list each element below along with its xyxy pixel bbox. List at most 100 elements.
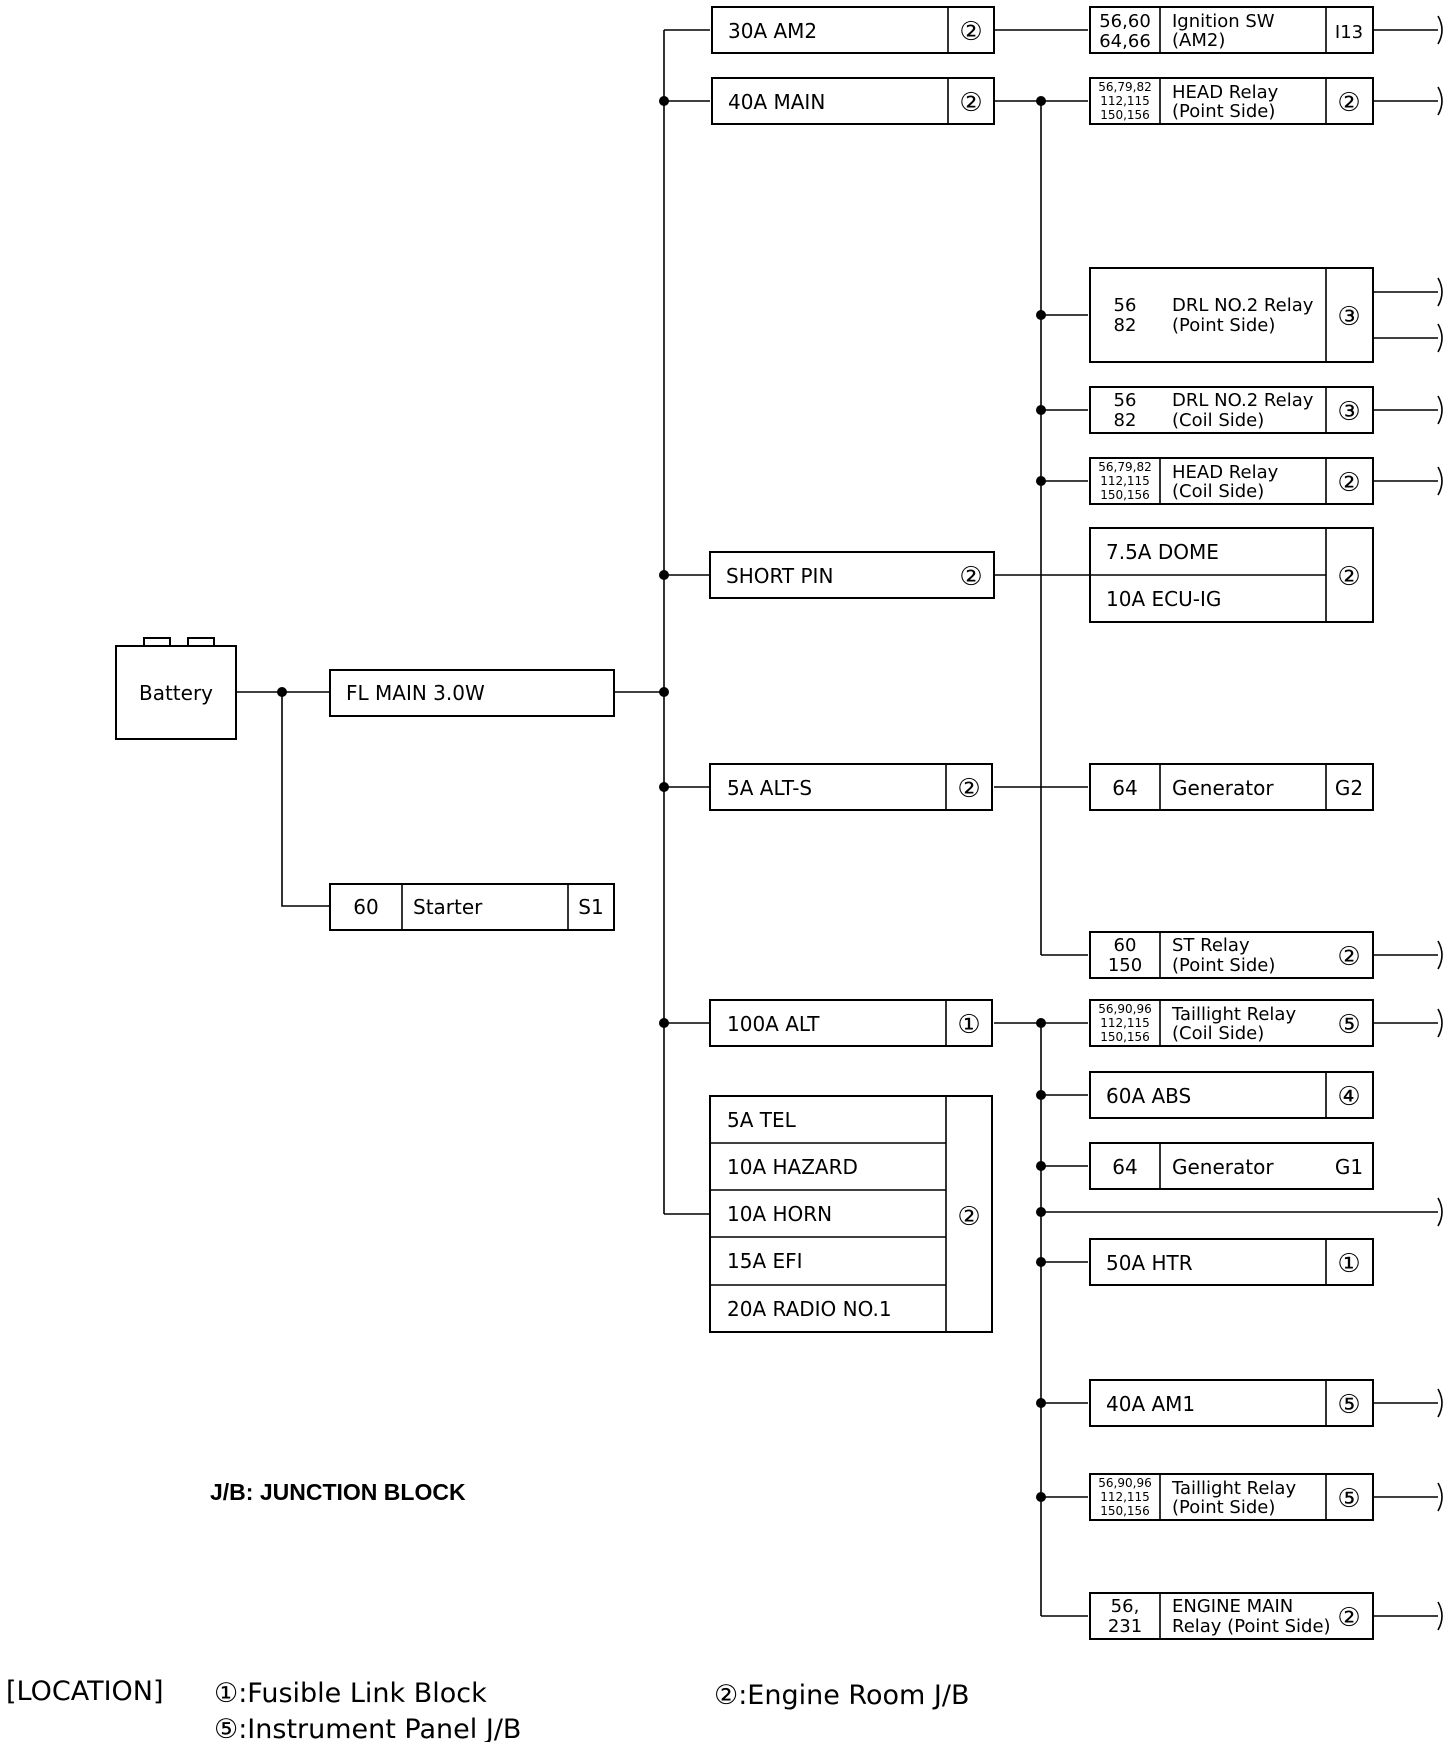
continuation-mark (1437, 1388, 1443, 1418)
starter-box (329, 883, 615, 931)
location-badge: ① (957, 1010, 980, 1040)
junction-dot (659, 782, 669, 792)
circuit-number: 150 (1108, 955, 1142, 976)
fuse-ecu-ig-label: 10A ECU-IG (1106, 587, 1221, 611)
circuit-number: 82 (1114, 315, 1137, 336)
junction-dot (659, 96, 669, 106)
fuse-short-pin-label: SHORT PIN (726, 564, 833, 588)
fuse-am2-box (711, 6, 995, 54)
continuation-mark (1437, 940, 1443, 970)
fl-main-block: FL MAIN 3.0W (329, 669, 615, 717)
fuse-horn-label: 10A HORN (727, 1202, 832, 1226)
load-st-relay: 60 150 ST Relay (Point Side) ② (1089, 931, 1374, 979)
load-engine-main-relay: 56, 231 ENGINE MAIN Relay (Point Side) ② (1089, 1592, 1374, 1640)
continuation-mark (1437, 323, 1443, 353)
junction-dot (659, 570, 669, 580)
load-dome-ecu: 7.5A DOME 10A ECU-IG ② (1089, 527, 1374, 623)
circuit-number: 56,60 (1099, 11, 1151, 32)
load-box (1089, 931, 1374, 979)
load-box (1089, 1592, 1374, 1640)
load-generator-g2: 64 Generator G2 (1089, 763, 1374, 811)
load-name: Ignition SW (1172, 11, 1275, 32)
circuit-number: 231 (1108, 1616, 1142, 1637)
starter-label: Starter (413, 895, 483, 919)
load-name: DRL NO.2 Relay (1172, 295, 1314, 316)
junction-dot (1036, 1492, 1046, 1502)
location-legend-title: [LOCATION] (6, 1676, 164, 1707)
location-legend-item: ⑤:Instrument Panel J/B (214, 1714, 521, 1742)
circuit-number: 64 (1112, 1155, 1137, 1179)
location-badge: ③ (1337, 302, 1360, 332)
location-badge: ② (1337, 1603, 1360, 1633)
location-badge: ⑤ (1337, 1484, 1360, 1514)
circuit-number: 150,156 (1100, 488, 1150, 502)
fuse-efi-label: 15A EFI (727, 1249, 803, 1273)
load-head-relay-coil: 56,79,82 112,115 150,156 HEAD Relay (Coi… (1089, 457, 1374, 505)
continuation-mark (1437, 15, 1443, 45)
junction-dot (1036, 1018, 1046, 1028)
junction-dot (1036, 1257, 1046, 1267)
load-side: (Coil Side) (1172, 1023, 1264, 1044)
fuse-htr-label: 50A HTR (1106, 1251, 1193, 1275)
load-abs: 60A ABS ④ (1089, 1071, 1374, 1119)
fuse-dome-label: 7.5A DOME (1106, 540, 1219, 564)
fl-main-label: FL MAIN 3.0W (346, 681, 485, 705)
load-taillight-relay-point: 56,90,96 112,115 150,156 Taillight Relay… (1089, 1473, 1374, 1521)
fuse-main-label: 40A MAIN (728, 90, 825, 114)
junction-block-note: J/B: JUNCTION BLOCK (210, 1479, 466, 1505)
load-name: DRL NO.2 Relay (1172, 390, 1314, 411)
continuation-mark (1437, 277, 1443, 307)
fuse-alt-s-box (709, 763, 993, 811)
fuse-main-box (711, 77, 995, 125)
circuit-number: 112,115 (1100, 474, 1150, 488)
fuse-alt-s: 5A ALT-S ② (709, 763, 993, 811)
load-name: Generator (1172, 1155, 1274, 1179)
location-badge: ③ (1337, 397, 1360, 427)
load-box (1089, 999, 1374, 1047)
circuit-number: 64 (1112, 776, 1137, 800)
junction-dots (277, 96, 1046, 1502)
load-side: (AM2) (1172, 30, 1225, 51)
location-badge: ② (1337, 88, 1360, 118)
battery-box (115, 645, 237, 740)
location-badge: ⑤ (1337, 1010, 1360, 1040)
continuation-mark (1437, 1601, 1443, 1631)
circuit-number: 56,79,82 (1098, 80, 1151, 94)
fuse-alt: 100A ALT ① (709, 999, 993, 1047)
load-name: ST Relay (1172, 935, 1250, 956)
circuit-number: 56 (1114, 295, 1137, 316)
battery-label: Battery (139, 681, 213, 705)
circuit-number: 150,156 (1100, 1030, 1150, 1044)
fuse-group: 5A TEL 10A HAZARD 10A HORN 15A EFI 20A R… (709, 1095, 993, 1333)
fuse-short-pin-box (709, 551, 995, 599)
load-name: HEAD Relay (1172, 462, 1279, 483)
circuit-number: 150,156 (1100, 1504, 1150, 1518)
circuit-number: 56 (1114, 390, 1137, 411)
location-legend-item: ②:Engine Room J/B (714, 1680, 969, 1711)
location-badge: ② (959, 88, 982, 118)
junction-dot (659, 1018, 669, 1028)
fuse-tel-label: 5A TEL (727, 1108, 797, 1132)
starter-code: S1 (578, 895, 603, 919)
fuse-radio-label: 20A RADIO NO.1 (727, 1297, 892, 1321)
location-badge: ② (959, 562, 982, 592)
continuation-mark (1437, 1197, 1443, 1227)
load-side: Relay (Point Side) (1172, 1616, 1331, 1637)
circuit-number: 64,66 (1099, 31, 1151, 52)
junction-dot (277, 687, 287, 697)
location-badge: ② (957, 774, 980, 804)
wire-starter-branch (281, 692, 330, 907)
load-name: ENGINE MAIN (1172, 1596, 1293, 1617)
fuse-main: 40A MAIN ② (711, 77, 995, 125)
load-taillight-relay-coil: 56,90,96 112,115 150,156 Taillight Relay… (1089, 999, 1374, 1047)
continuation-mark (1437, 466, 1443, 496)
load-head-relay-point: 56,79,82 112,115 150,156 HEAD Relay (Poi… (1089, 77, 1374, 125)
load-name: HEAD Relay (1172, 82, 1279, 103)
load-name: Generator (1172, 776, 1274, 800)
circuit-number: 56, (1111, 1596, 1140, 1617)
load-generator-g1: 64 Generator G1 (1089, 1142, 1374, 1190)
circuit-number: 150,156 (1100, 108, 1150, 122)
load-name: Taillight Relay (1171, 1004, 1296, 1025)
junction-dot (1036, 1398, 1046, 1408)
